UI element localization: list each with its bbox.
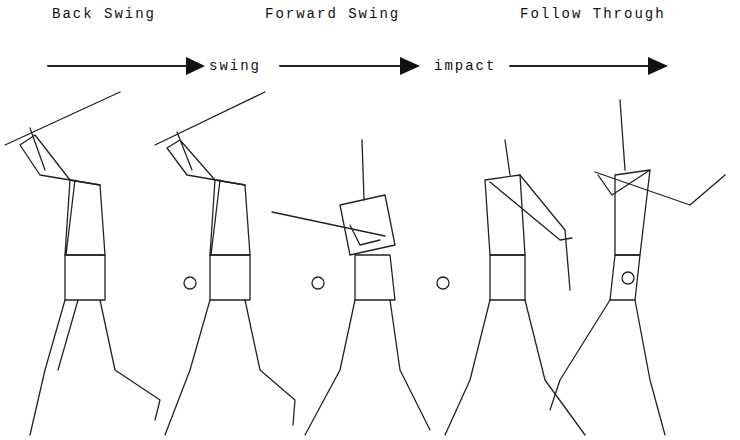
transition-label: impact bbox=[432, 58, 498, 74]
phase-label: Forward Swing bbox=[263, 6, 402, 22]
figure-top-of-swing bbox=[155, 92, 295, 435]
figure-back-swing bbox=[5, 92, 160, 435]
phase-label: Follow Through bbox=[518, 6, 668, 22]
phase-arrows bbox=[48, 57, 668, 75]
figure-follow-through bbox=[550, 100, 725, 435]
transition-label: swing bbox=[207, 58, 263, 74]
golf-ball bbox=[184, 272, 634, 289]
figure-impact bbox=[445, 140, 585, 435]
figure-forward-swing bbox=[272, 140, 430, 435]
phase-label: Back Swing bbox=[50, 6, 158, 22]
